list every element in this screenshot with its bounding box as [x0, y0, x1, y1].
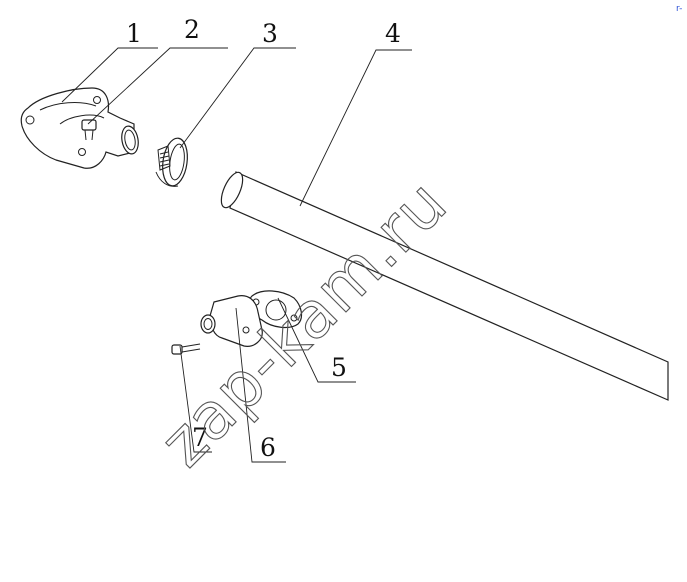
hose-part-4	[220, 171, 669, 401]
callout-4: 4	[385, 19, 401, 48]
fitting-part-6	[200, 295, 263, 347]
corner-mark: r-	[676, 4, 682, 14]
callout-labels: 1 2 3 4 5 6 7	[126, 15, 401, 462]
callout-5: 5	[331, 353, 347, 382]
callout-3: 3	[262, 19, 278, 48]
callout-7: 7	[192, 423, 208, 452]
callout-6: 6	[260, 433, 276, 462]
callout-2: 2	[184, 15, 200, 44]
callout-1: 1	[126, 19, 142, 48]
bolt-part-2	[81, 119, 97, 141]
screw-part-7	[171, 343, 201, 355]
clamp-part-3	[155, 137, 188, 187]
leader-lines	[61, 47, 412, 463]
housing-part-1	[20, 87, 139, 169]
